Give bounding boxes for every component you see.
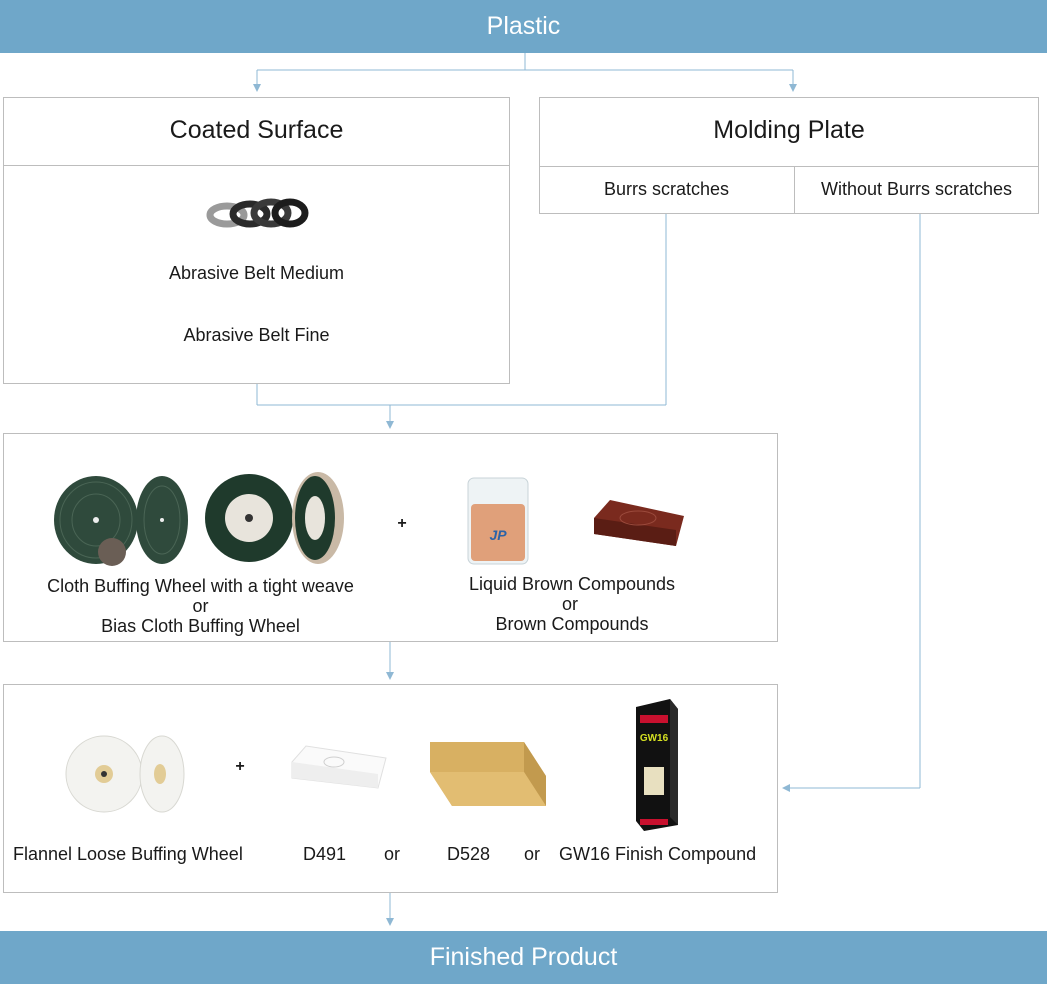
finished-product-banner: Finished Product	[0, 931, 1047, 984]
or-2-label: or	[524, 844, 541, 864]
molding-plate-header	[540, 98, 1038, 167]
coated-surface-title: Coated Surface	[169, 116, 344, 144]
finished-product-title: Finished Product	[429, 943, 618, 971]
compound-or: or	[561, 594, 578, 614]
gw16-box-label: GW16	[640, 733, 669, 744]
molding-plate-title: Molding Plate	[713, 116, 865, 144]
d528-label: D528	[447, 844, 491, 864]
jar-label: JP	[489, 527, 507, 543]
bias-cloth-wheel-label: Bias Cloth Buffing Wheel	[101, 616, 300, 636]
cloth-buffing-wheels-image	[54, 472, 344, 566]
d491-label: D491	[303, 844, 347, 864]
stage2-plus: +	[397, 515, 407, 532]
plastic-title: Plastic	[486, 12, 561, 40]
abrasive-belt-fine-label: Abrasive Belt Fine	[183, 325, 330, 345]
molding-plate-box	[539, 97, 1039, 214]
cloth-wheel-or: or	[192, 596, 209, 616]
brown-compounds-label: Brown Compounds	[495, 614, 649, 634]
cloth-wheel-label: Cloth Buffing Wheel with a tight weave	[47, 576, 354, 596]
d491-bar-image	[291, 745, 387, 789]
coated-surface-header	[4, 98, 509, 166]
gw16-box-image: GW16	[636, 699, 678, 831]
burrs-scratches-label: Burrs scratches	[603, 179, 730, 199]
gw16-label: GW16 Finish Compound	[559, 844, 757, 864]
or-1-label: or	[384, 844, 401, 864]
abrasive-belts-image	[206, 198, 309, 228]
liquid-compound-jar-image: JP	[467, 477, 529, 565]
abrasive-belt-medium-label: Abrasive Belt Medium	[168, 263, 345, 283]
flannel-wheel-image	[65, 735, 185, 813]
plastic-banner: Plastic	[0, 0, 1047, 53]
without-burrs-scratches-label: Without Burrs scratches	[820, 179, 1013, 199]
liquid-brown-compounds-label: Liquid Brown Compounds	[468, 574, 676, 594]
stage3-plus: +	[235, 758, 245, 775]
coated-surface-box	[3, 97, 510, 384]
d528-bar-image	[430, 742, 546, 806]
brown-compound-bar-image	[594, 500, 684, 546]
molding-plate-divider	[794, 167, 795, 214]
flannel-wheel-label: Flannel Loose Buffing Wheel	[13, 844, 243, 864]
